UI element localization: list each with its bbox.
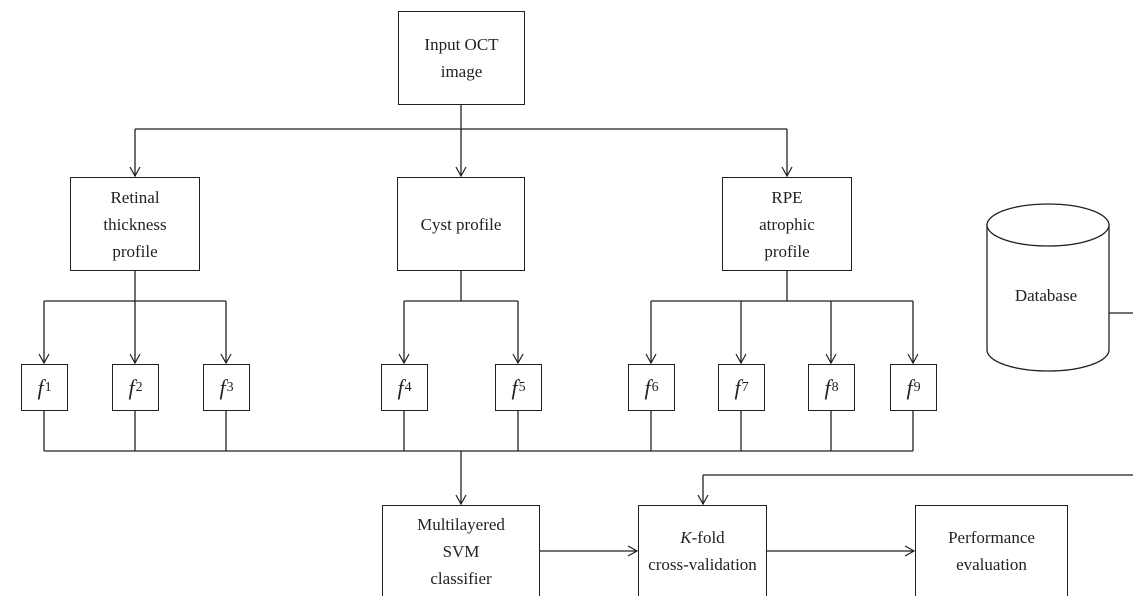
kfold-rest-text: -fold cross-validation xyxy=(648,528,757,574)
kfold-k-letter: K xyxy=(680,528,692,547)
kfold-cross-validation-node: K-fold cross-validation xyxy=(638,505,767,596)
feature-subscript: 3 xyxy=(226,379,234,395)
rpe-atrophic-profile-node: RPE atrophic profile xyxy=(722,177,852,271)
input-oct-image-node: Input OCT image xyxy=(398,11,525,105)
svm-classifier-label: Multilayered SVM classifier xyxy=(417,514,505,588)
feature-subscript: 8 xyxy=(831,379,839,395)
retinal-thickness-profile-label: Retinal thickness profile xyxy=(103,187,167,261)
cyst-profile-node: Cyst profile xyxy=(397,177,525,271)
feature-letter: f xyxy=(734,374,741,400)
input-oct-image-label: Input OCT image xyxy=(424,35,499,81)
retinal-thickness-profile-node: Retinal thickness profile xyxy=(70,177,200,271)
database-label: Database xyxy=(1014,286,1078,305)
feature-letter: f xyxy=(644,374,651,400)
feature-subscript: 6 xyxy=(651,379,659,395)
feature-letter: f xyxy=(511,374,518,400)
feature-subscript: 9 xyxy=(913,379,921,395)
feature-letter: f xyxy=(37,374,44,400)
feature-letter: f xyxy=(128,374,135,400)
database-cylinder xyxy=(986,203,1110,372)
feature-subscript: 4 xyxy=(404,379,412,395)
feature-subscript: 7 xyxy=(741,379,749,395)
rpe-atrophic-profile-label: RPE atrophic profile xyxy=(759,187,815,261)
performance-evaluation-label: Performance evaluation xyxy=(948,528,1035,574)
feature-subscript: 5 xyxy=(518,379,526,395)
svm-classifier-node: Multilayered SVM classifier xyxy=(382,505,540,596)
feature-letter: f xyxy=(906,374,913,400)
cyst-profile-label: Cyst profile xyxy=(420,214,502,234)
feature-subscript: 1 xyxy=(44,379,52,395)
feature-letter: f xyxy=(824,374,831,400)
feature-letter: f xyxy=(397,374,404,400)
kfold-cross-validation-label: K-fold cross-validation xyxy=(648,524,757,578)
performance-evaluation-node: Performance evaluation xyxy=(915,505,1068,596)
feature-subscript: 2 xyxy=(135,379,143,395)
feature-letter: f xyxy=(219,374,226,400)
